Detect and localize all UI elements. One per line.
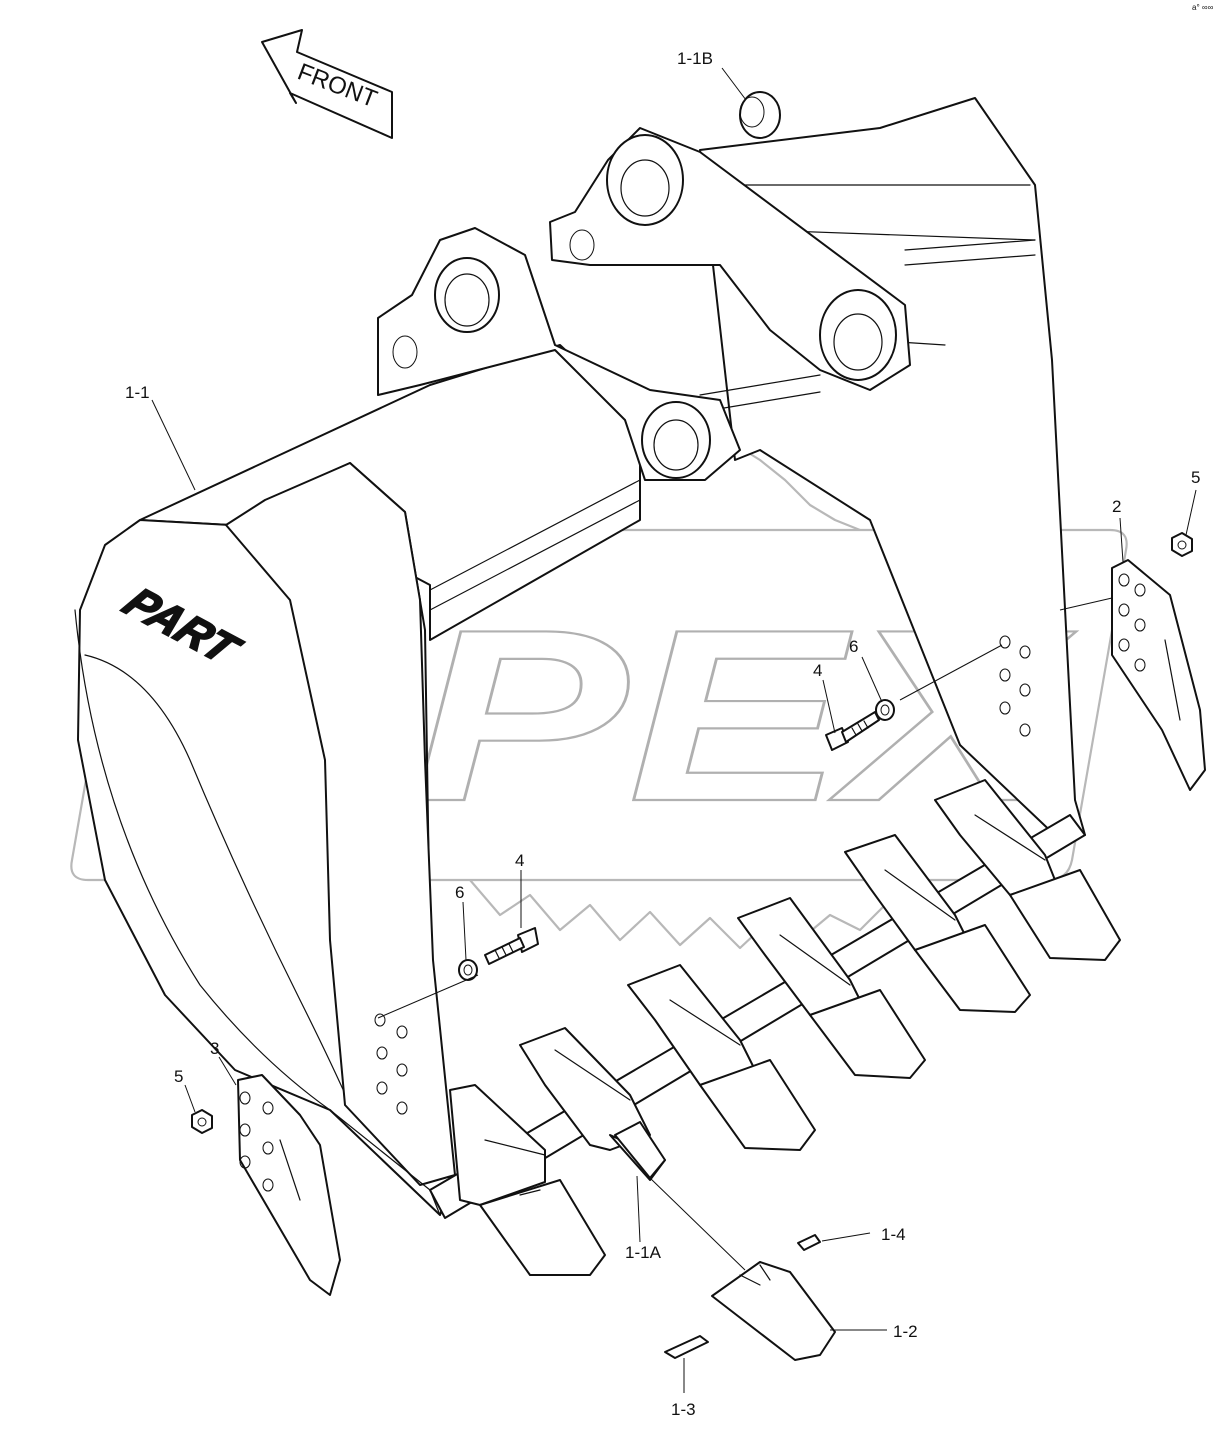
boss-lower-right bbox=[819, 289, 897, 381]
callout-1-4: 1-4 bbox=[881, 1225, 906, 1244]
corner-mark: a° ∞∞ bbox=[1192, 3, 1214, 12]
leader-lines bbox=[151, 67, 1197, 1393]
front-arrow-shape bbox=[261, 29, 393, 139]
callout-3: 3 bbox=[210, 1039, 219, 1058]
callout-6-right: 6 bbox=[849, 637, 858, 656]
tooth-3[interactable] bbox=[627, 964, 816, 1151]
adapter-exploded[interactable] bbox=[614, 1121, 666, 1179]
tooth-4[interactable] bbox=[737, 897, 926, 1079]
front-direction-arrow[interactable]: FRONT bbox=[261, 29, 393, 139]
nut-left[interactable] bbox=[191, 1109, 213, 1134]
callout-1-3: 1-3 bbox=[671, 1400, 696, 1419]
bucket-body[interactable] bbox=[74, 97, 1086, 1219]
callout-6-left: 6 bbox=[455, 883, 464, 902]
tooth-lock[interactable] bbox=[797, 1234, 821, 1251]
washer-right[interactable] bbox=[875, 699, 895, 721]
side-cutter-right[interactable] bbox=[1111, 559, 1206, 791]
watermark-gear-bottom bbox=[469, 879, 906, 950]
callout-1-2: 1-2 bbox=[893, 1322, 918, 1341]
boss-upper-left bbox=[434, 257, 500, 333]
callout-4-right: 4 bbox=[813, 661, 822, 680]
callout-1-1b: 1-1B bbox=[677, 49, 713, 68]
teeth-row[interactable] bbox=[449, 779, 1121, 1276]
left-rib-bolt-holes bbox=[374, 1013, 408, 1115]
tooth-point-exploded[interactable] bbox=[711, 1261, 836, 1361]
washer-left[interactable] bbox=[458, 959, 478, 981]
boss-upper-right bbox=[606, 134, 684, 226]
right-side-bolt-holes bbox=[999, 635, 1031, 737]
bucket-side-rib bbox=[225, 462, 456, 1186]
callout-1-1a: 1-1A bbox=[625, 1243, 662, 1262]
tooth-5[interactable] bbox=[844, 834, 1031, 1013]
tooth-pin[interactable] bbox=[664, 1335, 709, 1359]
bolt-left[interactable] bbox=[484, 927, 539, 965]
callout-2: 2 bbox=[1112, 497, 1121, 516]
bolt-right[interactable] bbox=[825, 711, 880, 751]
callout-5-left: 5 bbox=[174, 1067, 183, 1086]
callout-labels: 1-1B 1-1 2 5 6 4 4 6 3 5 1-1A 1-4 1-2 1-… bbox=[125, 49, 1200, 1419]
nut-right[interactable] bbox=[1171, 532, 1193, 557]
tooth-6[interactable] bbox=[934, 779, 1121, 961]
boss-lower-left bbox=[641, 401, 711, 479]
side-cutter-left[interactable] bbox=[237, 1074, 341, 1296]
callout-4-left: 4 bbox=[515, 851, 524, 870]
callout-5-right: 5 bbox=[1191, 468, 1200, 487]
tooth-1[interactable] bbox=[449, 1084, 606, 1276]
pin-bushing[interactable] bbox=[739, 91, 781, 139]
callout-1-1: 1-1 bbox=[125, 383, 150, 402]
